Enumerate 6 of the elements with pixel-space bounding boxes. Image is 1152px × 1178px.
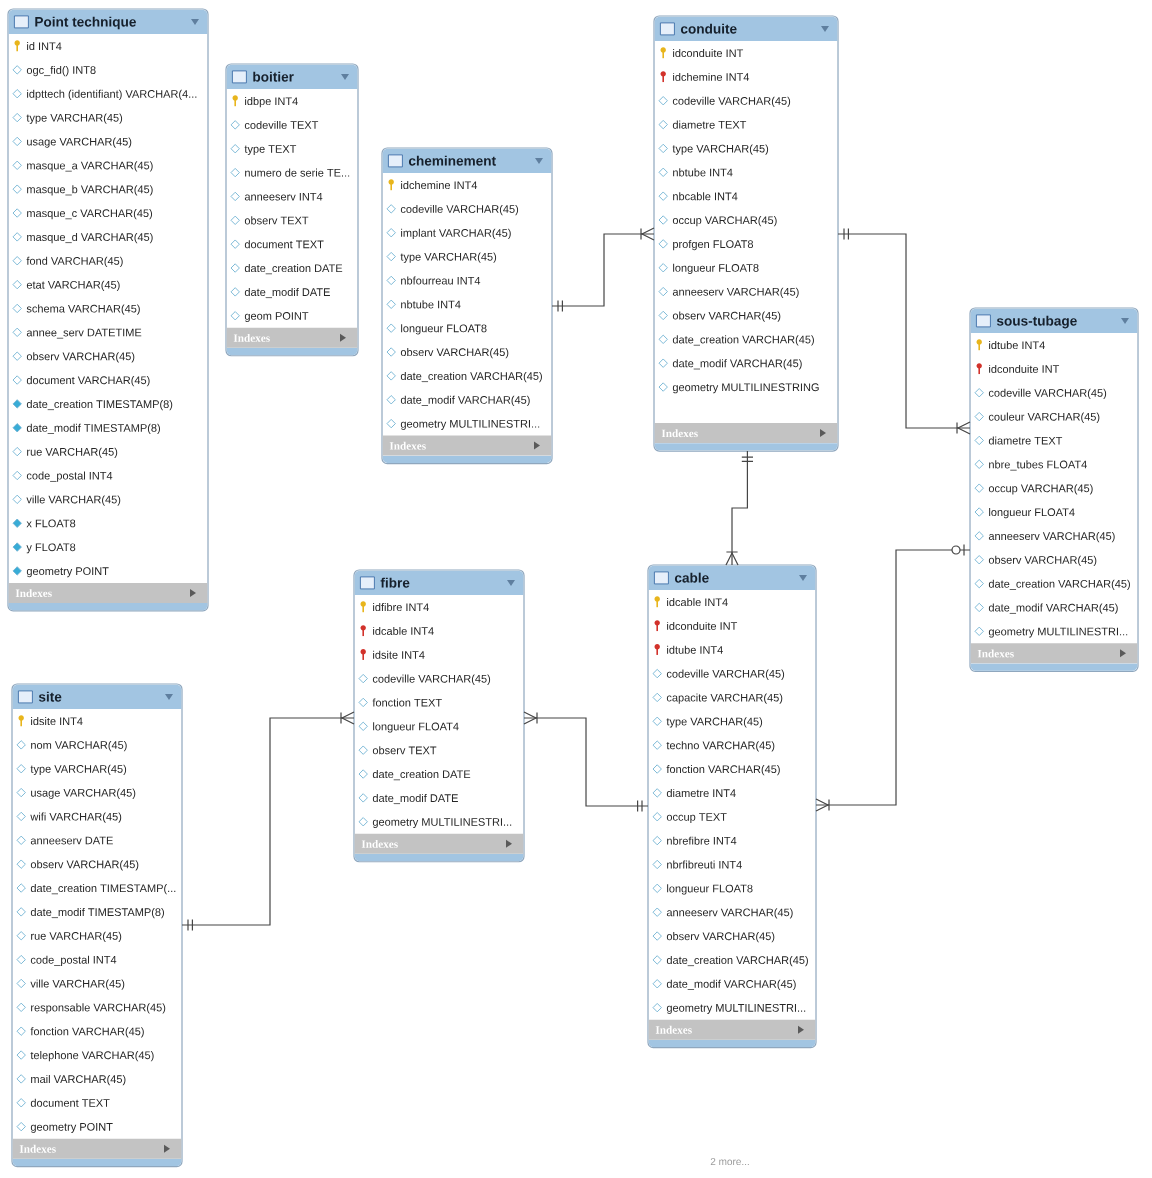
relationship-line bbox=[181, 711, 355, 932]
relationship-line bbox=[815, 543, 971, 812]
relationship-line bbox=[837, 227, 971, 435]
relationship-line bbox=[523, 711, 649, 813]
relationship-line bbox=[551, 227, 655, 313]
relationship-line bbox=[725, 450, 754, 566]
